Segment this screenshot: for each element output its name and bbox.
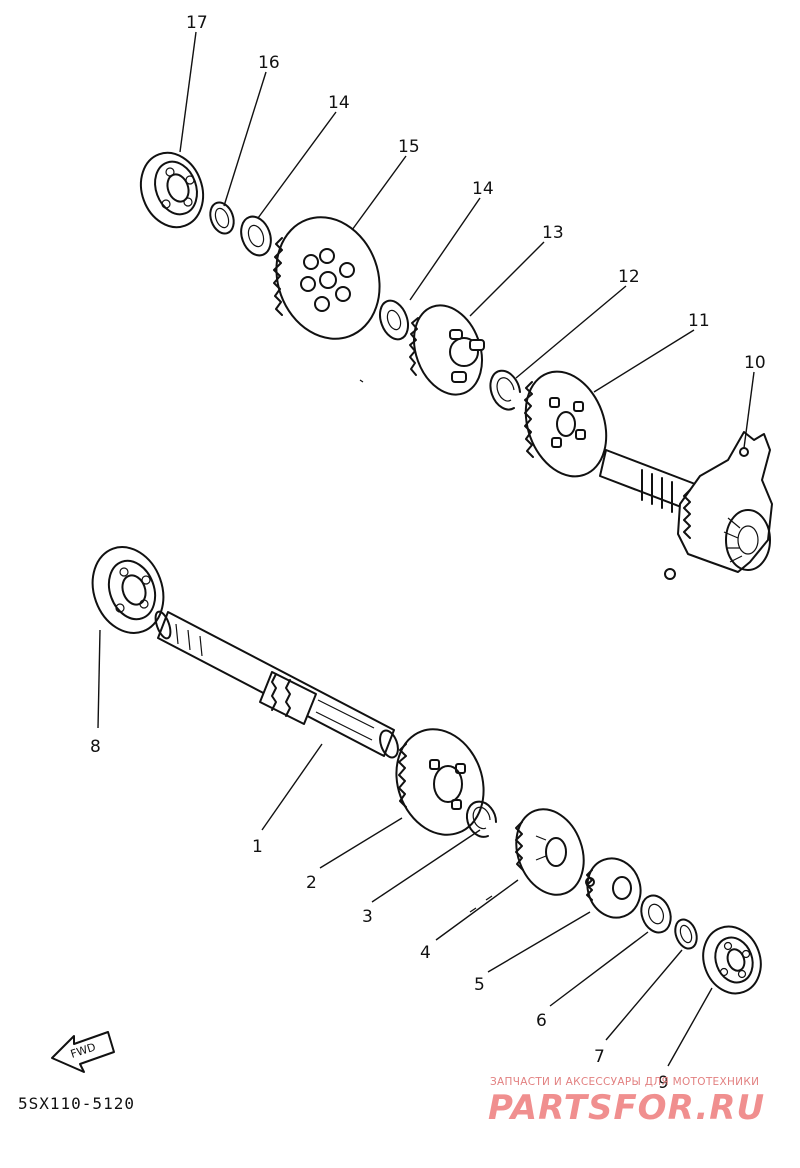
circlip-part-16 — [209, 201, 235, 235]
callout-14-lower: 14 — [472, 179, 494, 199]
circlip-part-3 — [465, 800, 497, 838]
gear-part-2 — [395, 728, 485, 836]
callout-16: 16 — [258, 53, 280, 73]
diagram-code: 5SX110-5120 — [18, 1094, 135, 1113]
callout-4: 4 — [420, 943, 431, 963]
callout-17: 17 — [186, 13, 208, 33]
watermark-caption: ЗАПЧАСТИ И АКСЕССУАРЫ ДЛЯ МОТОТЕХНИКИ — [490, 1076, 760, 1088]
gear-part-13 — [409, 304, 485, 396]
circlip-part-7 — [674, 918, 698, 950]
callout-5: 5 — [474, 975, 485, 995]
callout-14-upper: 14 — [328, 93, 350, 113]
gear-part-5 — [585, 857, 642, 919]
callout-7: 7 — [594, 1047, 605, 1067]
callout-9: 9 — [658, 1073, 669, 1093]
centerline-mark — [359, 379, 364, 383]
callout-12: 12 — [618, 267, 640, 287]
leader-lines — [97, 31, 755, 1067]
callout-8: 8 — [90, 737, 101, 757]
callout-10: 10 — [744, 353, 766, 373]
drive-axle-part-10 — [599, 431, 773, 580]
main-shaft-part-1 — [154, 610, 399, 759]
forward-arrow-icon: FWD — [51, 1031, 115, 1073]
washer-part-6 — [640, 894, 672, 934]
watermark-logo: PARTSFOR.RU — [488, 1088, 766, 1128]
bearing-part-9 — [702, 925, 762, 995]
callout-11: 11 — [688, 311, 710, 331]
callout-2: 2 — [306, 873, 317, 893]
callout-1: 1 — [252, 837, 263, 857]
callout-13: 13 — [542, 223, 564, 243]
gear-part-15 — [273, 216, 381, 340]
bearing-part-17 — [139, 151, 205, 229]
callout-15: 15 — [398, 137, 420, 157]
bearing-part-8 — [91, 546, 165, 634]
circlip-part-12 — [489, 369, 521, 411]
centerline-mark-lower — [469, 895, 493, 913]
gear-part-4 — [515, 808, 585, 896]
callout-6: 6 — [536, 1011, 547, 1031]
washer-part-14-upper — [240, 215, 272, 257]
callout-3: 3 — [362, 907, 373, 927]
washer-part-14-lower — [378, 299, 410, 341]
gear-part-11 — [524, 370, 608, 478]
